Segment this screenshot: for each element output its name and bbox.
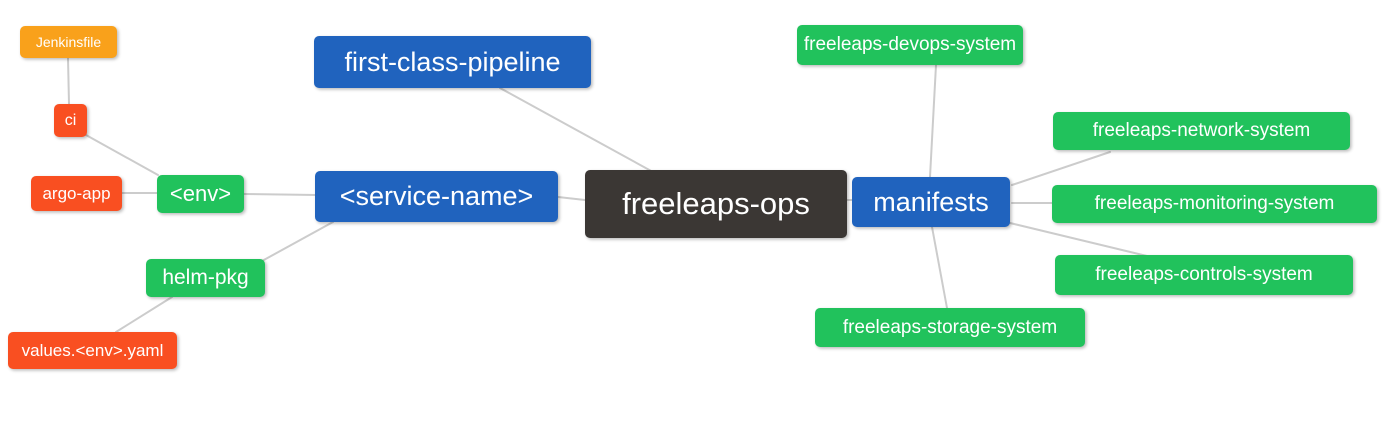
node-jenkinsfile[interactable]: Jenkinsfile	[20, 26, 117, 58]
edge-helm-pkg-service-name	[261, 221, 334, 262]
edge-manifests-devops	[929, 64, 937, 178]
edge-manifests-controls	[1009, 222, 1152, 258]
node-freeleaps-storage-system[interactable]: freeleaps-storage-system	[815, 308, 1085, 347]
node-freeleaps-devops-system[interactable]: freeleaps-devops-system	[797, 25, 1023, 65]
edge-manifests-storage	[931, 226, 948, 309]
edge-env-service-name	[242, 193, 318, 196]
node-argo-app[interactable]: argo-app	[31, 176, 122, 211]
edge-pipeline-freeleaps-ops	[499, 87, 654, 173]
node-manifests[interactable]: manifests	[852, 177, 1010, 227]
node-values-env-yaml[interactable]: values.<env>.yaml	[8, 332, 177, 369]
node-first-class-pipeline[interactable]: first-class-pipeline	[314, 36, 591, 88]
edge-manifests-network	[1011, 151, 1111, 186]
node-ci[interactable]: ci	[54, 104, 87, 137]
node-freeleaps-ops[interactable]: freeleaps-ops	[585, 170, 847, 238]
edge-jenkinsfile-ci	[67, 57, 70, 105]
node-freeleaps-controls-system[interactable]: freeleaps-controls-system	[1055, 255, 1353, 295]
node-freeleaps-network-system[interactable]: freeleaps-network-system	[1053, 112, 1350, 150]
edge-ci-env	[85, 134, 159, 176]
edge-service-name-freeleaps-ops	[557, 196, 586, 201]
node-helm-pkg[interactable]: helm-pkg	[146, 259, 265, 297]
node-service-name[interactable]: <service-name>	[315, 171, 558, 222]
node-freeleaps-monitoring-system[interactable]: freeleaps-monitoring-system	[1052, 185, 1377, 223]
node-env[interactable]: <env>	[157, 175, 244, 213]
edge-values-helm-pkg	[115, 296, 173, 333]
